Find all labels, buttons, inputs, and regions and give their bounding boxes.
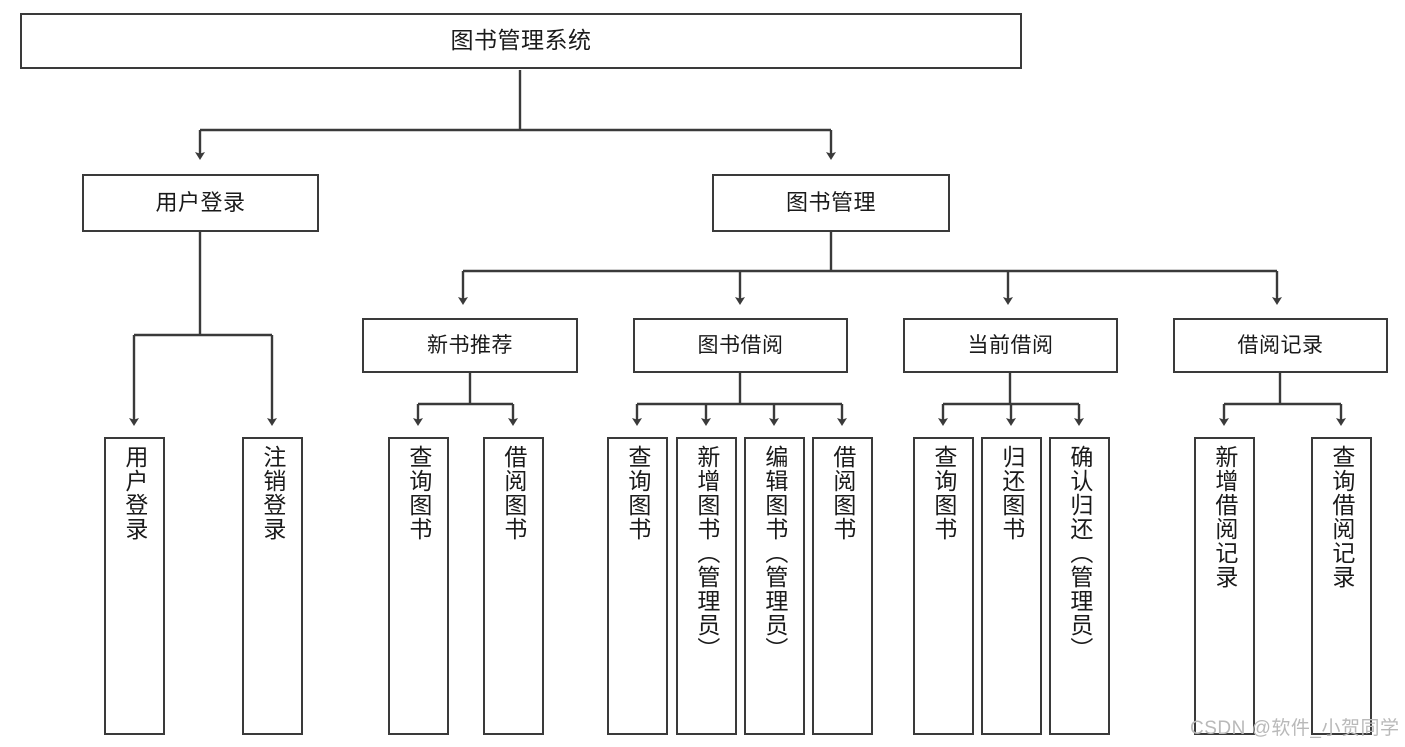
- node-label: 新书推荐: [427, 333, 513, 357]
- leaf-confirm-return-admin[interactable]: 确认归还（管理员）: [1049, 437, 1110, 735]
- node-label: 当前借阅: [967, 333, 1054, 357]
- node-label: 用户登录: [155, 189, 246, 215]
- node-label: 查询图书: [930, 445, 957, 541]
- node-current-borrow[interactable]: 当前借阅: [903, 318, 1118, 373]
- node-label: 借阅图书: [500, 445, 527, 541]
- node-root-book-management-system[interactable]: 图书管理系统: [20, 13, 1022, 69]
- node-label: 确认归还（管理员）: [1066, 445, 1093, 661]
- node-label: 图书借阅: [697, 333, 784, 357]
- watermark: CSDN @软件_小贺同学: [1190, 718, 1400, 739]
- leaf-borrow-book[interactable]: 借阅图书: [812, 437, 873, 735]
- leaf-query-book-newbook[interactable]: 查询图书: [388, 437, 449, 735]
- node-label: 图书管理: [785, 189, 876, 215]
- node-label: 新增图书（管理员）: [693, 445, 720, 661]
- node-new-book-recommend[interactable]: 新书推荐: [362, 318, 578, 373]
- node-label: 查询借阅记录: [1328, 445, 1355, 589]
- node-label: 用户登录: [121, 445, 148, 541]
- node-label: 借阅记录: [1237, 333, 1324, 357]
- leaf-logout[interactable]: 注销登录: [242, 437, 303, 735]
- leaf-query-borrow-record[interactable]: 查询借阅记录: [1311, 437, 1372, 735]
- node-book-management[interactable]: 图书管理: [712, 174, 950, 232]
- leaf-edit-book-admin[interactable]: 编辑图书（管理员）: [744, 437, 805, 735]
- node-label: 新增借阅记录: [1211, 445, 1238, 589]
- leaf-borrow-book-newbook[interactable]: 借阅图书: [483, 437, 544, 735]
- node-label: 注销登录: [259, 445, 286, 541]
- node-borrow-record[interactable]: 借阅记录: [1173, 318, 1388, 373]
- leaf-user-login[interactable]: 用户登录: [104, 437, 165, 735]
- node-label: 归还图书: [998, 445, 1025, 541]
- node-user-login[interactable]: 用户登录: [82, 174, 319, 232]
- node-label: 借阅图书: [829, 445, 856, 541]
- node-book-borrow[interactable]: 图书借阅: [633, 318, 848, 373]
- leaf-add-book-admin[interactable]: 新增图书（管理员）: [676, 437, 737, 735]
- node-label: 图书管理系统: [450, 27, 592, 54]
- leaf-return-book[interactable]: 归还图书: [981, 437, 1042, 735]
- node-label: 编辑图书（管理员）: [761, 445, 788, 661]
- node-label: 查询图书: [405, 445, 432, 541]
- leaf-query-book-current[interactable]: 查询图书: [913, 437, 974, 735]
- node-label: 查询图书: [624, 445, 651, 541]
- leaf-query-book-borrow[interactable]: 查询图书: [607, 437, 668, 735]
- leaf-add-borrow-record[interactable]: 新增借阅记录: [1194, 437, 1255, 735]
